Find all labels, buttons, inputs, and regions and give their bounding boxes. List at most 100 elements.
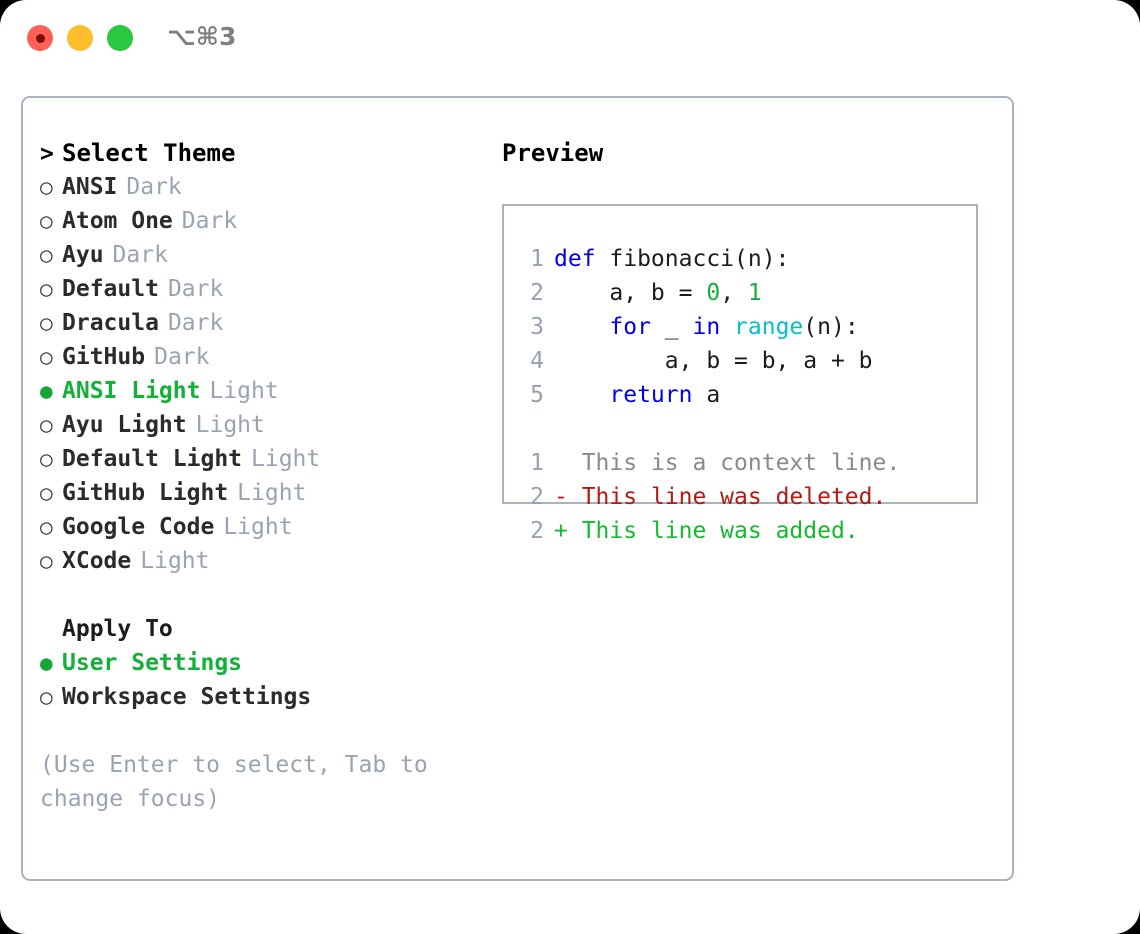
diff-line-number: 2 (530, 518, 544, 544)
code-line: 3 for _ in range(n): (518, 310, 976, 344)
radio-unselected-icon: ○ (40, 311, 53, 335)
apply-to-option-label: User Settings (62, 650, 243, 676)
radio-unselected-icon: ○ (40, 515, 53, 539)
keyboard-shortcut-label: ⌥⌘3 (167, 22, 237, 51)
theme-name-label: Ayu (62, 242, 104, 268)
radio-unselected-icon: ○ (40, 277, 53, 301)
theme-list-item[interactable]: ○ Google Code Light (40, 510, 480, 544)
select-theme-heading-label: Select Theme (62, 139, 236, 167)
code-token: , (720, 280, 748, 306)
minimize-button-icon[interactable] (67, 25, 93, 51)
diff-text: This is a context line. (581, 450, 901, 476)
preview-heading: Preview (502, 139, 604, 167)
radio-unselected-icon: ○ (40, 243, 53, 267)
theme-name-label: Default (62, 276, 159, 302)
code-token: 1 (747, 280, 762, 306)
theme-list-item[interactable]: ○ GitHub Dark (40, 340, 480, 374)
theme-kind-label: Light (251, 446, 321, 472)
section-spacer (40, 578, 480, 612)
code-token (554, 314, 609, 340)
theme-list-item[interactable]: ○ Ayu Light Light (40, 408, 480, 442)
code-line-number: 2 (530, 280, 544, 306)
keyboard-hint-text: (Use Enter to select, Tab to change focu… (40, 752, 442, 812)
theme-name-label: ANSI Light (62, 378, 201, 404)
theme-name-label: GitHub (62, 344, 146, 370)
code-line-number: 4 (530, 348, 544, 374)
diff-line-number: 2 (530, 484, 544, 510)
theme-list-item[interactable]: ○ ANSI Dark (40, 170, 480, 204)
theme-kind-label: Dark (181, 208, 238, 234)
diff-marker: + (554, 518, 582, 544)
diff-sample: 1 This is a context line.2- This line wa… (518, 446, 976, 548)
diff-line: 2- This line was deleted. (518, 480, 976, 514)
theme-name-label: ANSI (62, 174, 118, 200)
radio-unselected-icon: ○ (40, 549, 53, 573)
code-token: (n): (803, 314, 859, 340)
radio-selected-icon: ● (40, 651, 53, 675)
diff-marker (554, 450, 582, 476)
code-token: a, b = (554, 280, 707, 306)
theme-list-item[interactable]: ○ Default Dark (40, 272, 480, 306)
theme-name-label: Google Code (62, 514, 215, 540)
radio-unselected-icon: ○ (40, 345, 53, 369)
code-token: 0 (706, 280, 721, 306)
maximize-button-icon[interactable] (107, 25, 133, 51)
theme-kind-label: Light (140, 548, 210, 574)
theme-kind-label: Light (195, 412, 265, 438)
code-token: return (609, 382, 693, 408)
radio-unselected-icon: ○ (40, 175, 53, 199)
code-token: fibonacci(n): (609, 246, 790, 272)
code-line: 4 a, b = b, a + b (518, 344, 976, 378)
radio-unselected-icon: ○ (40, 413, 53, 437)
theme-kind-label: Light (237, 480, 307, 506)
theme-kind-label: Dark (167, 276, 224, 302)
code-line: 2 a, b = 0, 1 (518, 276, 976, 310)
code-token (554, 382, 609, 408)
code-token: def (554, 246, 610, 272)
theme-kind-label: Dark (154, 344, 210, 370)
diff-line-number: 1 (530, 450, 544, 476)
prompt-caret-icon: > (40, 141, 54, 167)
diff-text: This line was added. (581, 518, 859, 544)
diff-text: This line was deleted. (581, 484, 887, 510)
theme-list-item[interactable]: ○ Ayu Dark (40, 238, 480, 272)
apply-to-option[interactable]: ● User Settings (40, 646, 480, 680)
code-line: 5 return a (518, 378, 976, 412)
diff-line: 2 + This line was added. (518, 514, 976, 548)
apply-to-option[interactable]: ○Workspace Settings (40, 680, 480, 714)
theme-name-label: Atom One (62, 208, 173, 234)
close-button-icon[interactable] (27, 25, 53, 51)
diff-marker: - (554, 484, 582, 510)
theme-name-label: Default Light (62, 446, 243, 472)
select-theme-heading: > Select Theme (40, 136, 480, 170)
code-token: range (734, 314, 804, 340)
code-token: a, b = b, a + b (554, 348, 873, 374)
diff-line: 1 This is a context line. (518, 446, 976, 480)
code-line-number: 3 (530, 314, 544, 340)
code-token: _ (650, 314, 693, 340)
traffic-light-controls (27, 25, 133, 51)
code-token: a (692, 382, 721, 408)
theme-name-label: Ayu Light (62, 412, 187, 438)
theme-kind-label: Light (209, 378, 279, 404)
apply-to-heading: Apply To (62, 616, 173, 642)
theme-name-label: GitHub Light (62, 480, 229, 506)
radio-unselected-icon: ○ (40, 685, 53, 709)
theme-kind-label: Dark (126, 174, 182, 200)
code-token: for (609, 314, 651, 340)
theme-kind-label: Light (223, 514, 293, 540)
theme-kind-label: Dark (112, 242, 168, 268)
